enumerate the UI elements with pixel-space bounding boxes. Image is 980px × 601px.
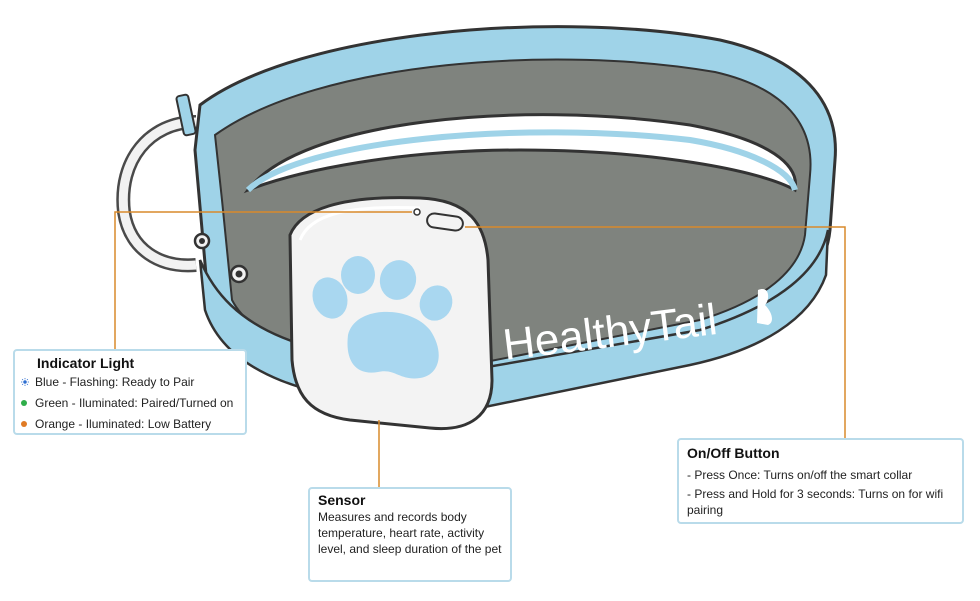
indicator-leader bbox=[114, 211, 412, 349]
onoff-button-callout: On/Off Button - Press Once: Turns on/off… bbox=[677, 438, 964, 524]
paw-print-icon bbox=[312, 256, 453, 379]
indicator-light-callout: Indicator Light Blue - Flashing: Ready t… bbox=[13, 349, 247, 435]
onoff-line: - Press Once: Turns on/off the smart col… bbox=[687, 468, 913, 482]
indicator-item-label: Orange - Iluminated: Low Battery bbox=[35, 417, 212, 431]
leader-lines bbox=[114, 211, 846, 487]
d-ring bbox=[116, 93, 197, 273]
indicator-light-title: Indicator Light bbox=[37, 355, 135, 371]
onoff-line: - Press and Hold for 3 seconds: Turns on… bbox=[687, 487, 944, 517]
sensor-title: Sensor bbox=[318, 492, 366, 508]
sensor-callout: Sensor Measures and records body tempera… bbox=[308, 487, 512, 582]
indicator-item-green: Green - Iluminated: Paired/Turned on bbox=[21, 395, 239, 411]
indicator-item-label: Blue - Flashing: Ready to Pair bbox=[35, 375, 195, 389]
sensor-device bbox=[288, 196, 494, 431]
onoff-title: On/Off Button bbox=[687, 445, 780, 461]
cat-tail-icon bbox=[757, 288, 772, 325]
green-dot-icon bbox=[21, 400, 27, 406]
orange-dot-icon bbox=[21, 421, 27, 427]
blue-flash-icon bbox=[21, 378, 29, 386]
onoff-leader bbox=[465, 226, 846, 440]
sensor-description: Measures and records body temperature, h… bbox=[318, 510, 502, 556]
indicator-item-orange: Orange - Iluminated: Low Battery bbox=[21, 416, 239, 432]
indicator-item-label: Green - Iluminated: Paired/Turned on bbox=[35, 396, 234, 410]
indicator-item-blue: Blue - Flashing: Ready to Pair bbox=[21, 374, 239, 390]
